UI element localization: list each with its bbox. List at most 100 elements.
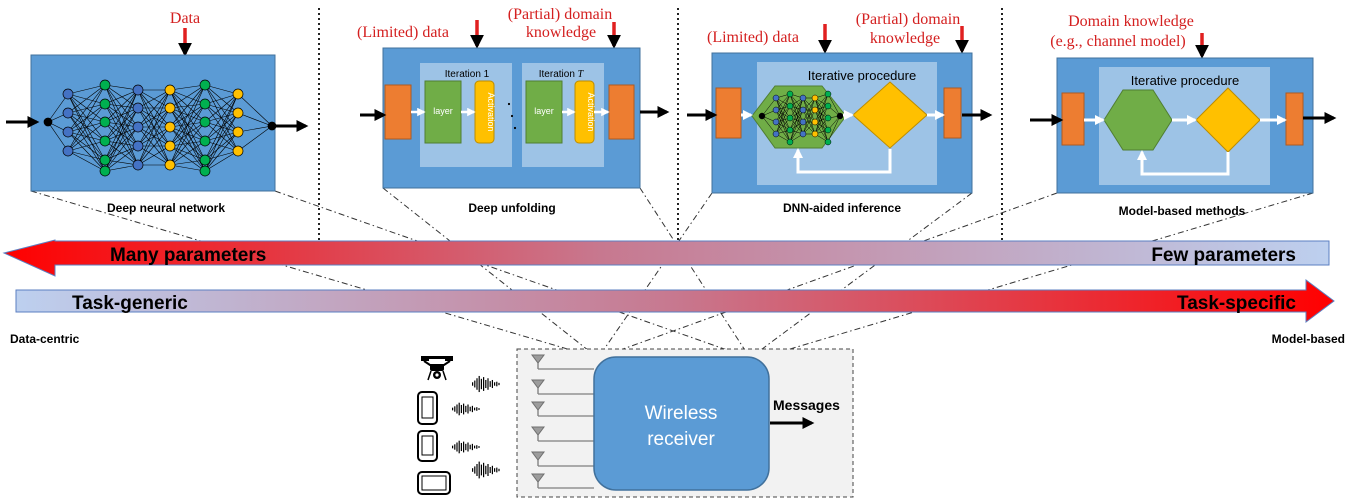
model-domain-line1: Domain knowledge [1068,13,1194,30]
dnn-node [132,102,144,114]
iteration-t-layer [525,80,563,144]
antenna-icon [531,451,545,461]
signal-wave-bar [476,445,478,449]
dnn-node [99,154,111,166]
mini-dnn-node [786,114,794,122]
signal-wave-bar [456,442,458,452]
dnn-node [99,165,111,177]
signal-wave-bar [476,407,478,411]
tablet-icon [417,471,451,495]
signal-wave-bar [474,380,476,388]
mini-dnn-node [772,106,780,114]
signal-wave-bar [498,468,500,472]
panel-deep-neural-network: Data Deep neural network [6,10,309,215]
iteration-1-title: Iteration 1 [445,69,490,80]
signal-wave-bar [465,405,467,413]
separators [318,8,1003,242]
dnn-caption: Deep neural network [107,201,225,215]
dnn-node [62,126,74,138]
model-procedure-title: Iterative procedure [1131,73,1239,88]
aided-out-block [943,87,962,139]
antenna-icon [531,354,545,364]
unfold-domain-line2: knowledge [526,24,596,41]
signal-wave-bar [491,379,493,389]
unfold-in-block [384,84,412,140]
signal-wave-bar [494,382,496,386]
signal-wave-bar [478,375,480,393]
panel-dnn-aided: (Limited) data (Partial) domain knowledg… [687,11,993,215]
aided-caption: DNN-aided inference [783,201,901,215]
mini-dnn-node [799,94,807,102]
model-caption: Model-based methods [1119,204,1246,218]
mini-dnn-node [811,118,819,126]
signal-wave-bar [472,468,474,472]
mini-dnn-node [811,94,819,102]
mini-dnn-node [758,112,766,120]
signal-wave-bar [454,444,456,450]
dnn-node [99,135,111,147]
mini-dnn-node [772,130,780,138]
signal-wave-bar [480,464,482,476]
mini-dnn-node [786,102,794,110]
dnn-node [232,126,244,138]
aided-domain-line2: knowledge [870,30,940,47]
panel-model-based: Domain knowledge (e.g., channel model) I… [1030,13,1337,218]
dnn-node [164,102,176,114]
dnn-network [43,79,277,177]
antenna-icon [531,379,545,389]
signal-wave-bar [467,404,469,414]
dnn-node [199,154,211,166]
dnn-node [62,88,74,100]
signal-wave-bar [489,467,491,473]
aided-mini-network [758,90,844,146]
signal-wave-bar [489,381,491,387]
signal-wave-bar [474,407,476,411]
wireless-receiver-block [593,356,770,491]
unfold-out-block [608,84,635,140]
panel-deep-unfolding: (Limited) data (Partial) domain knowledg… [357,6,670,215]
dnn-node [232,88,244,100]
unfold-caption: Deep unfolding [468,201,555,215]
mini-dnn-node [824,114,832,122]
dnn-node [132,84,144,96]
signal-wave-bar [485,465,487,475]
signal-wave-bar [483,377,485,391]
dnn-node [164,121,176,133]
dnn-node [99,98,111,110]
signal-wave-bar [480,378,482,390]
iteration-1-activation-label: Activation [486,92,496,131]
signal-wave-bar [456,404,458,414]
dnn-panel [30,54,276,192]
dnn-node [62,107,74,119]
parameters-arrow: Many parameters Few parameters [2,239,1330,277]
dnn-node [132,159,144,171]
dnn-node [199,79,211,91]
model-based-label: Model-based [1272,332,1345,346]
antenna-array [531,354,594,489]
dnn-node [132,121,144,133]
dnn-node [199,135,211,147]
mini-dnn-node [811,130,819,138]
unfold-domain-line1: (Partial) domain [508,6,612,23]
mini-dnn-node [786,138,794,146]
mini-dnn-node [836,112,844,120]
mini-dnn-node [786,90,794,98]
mini-dnn-node [824,102,832,110]
signal-wave-bar [463,441,465,453]
mini-dnn-node [824,90,832,98]
aided-procedure-title: Iterative procedure [808,68,916,83]
few-parameters-label: Few parameters [1151,245,1296,266]
aided-limited-data: (Limited) data [707,29,799,46]
dnn-node [164,159,176,171]
signal-wave-bar [496,467,498,473]
signal-wave-bar [483,462,485,478]
signal-wave-bar [460,404,462,414]
mini-dnn-node [799,106,807,114]
unfold-ellipsis [507,102,517,130]
signal-wave-bar [487,464,489,476]
many-parameters-label: Many parameters [110,245,266,266]
signal-wave-bar [458,402,460,416]
signal-wave-bar [498,382,500,386]
dnn-node [99,79,111,91]
